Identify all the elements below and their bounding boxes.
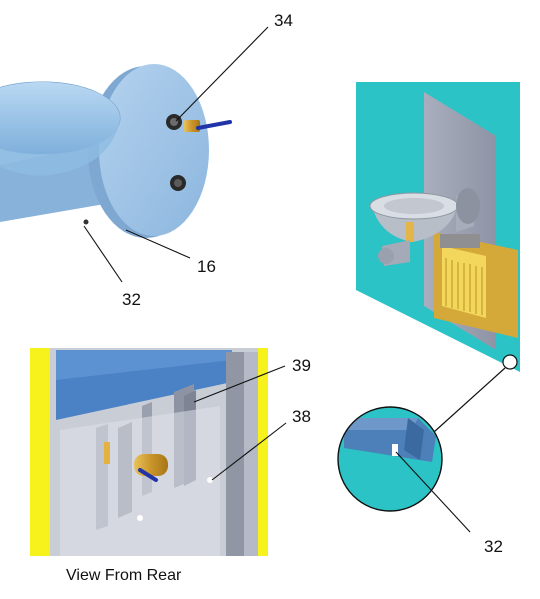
callout-16: 16 (197, 257, 216, 276)
leader-39 (193, 365, 286, 403)
zoom-detail (337, 367, 506, 512)
leader-38 (211, 422, 287, 481)
view-caption: View From Rear (66, 567, 182, 584)
rear-view (30, 348, 268, 556)
leader-32-right (395, 451, 471, 533)
callout-39: 39 (292, 356, 311, 375)
leader-34 (175, 26, 269, 122)
fixture-flange-view (0, 64, 232, 238)
callout-32-right: 32 (484, 537, 503, 556)
callout-34: 34 (274, 11, 293, 30)
leader-lines (83, 26, 471, 533)
wall-fountain-view (356, 82, 520, 372)
leader-32-top (83, 225, 123, 283)
callout-38: 38 (292, 407, 311, 426)
callout-32-top: 32 (122, 290, 141, 309)
leader-16 (125, 229, 191, 259)
